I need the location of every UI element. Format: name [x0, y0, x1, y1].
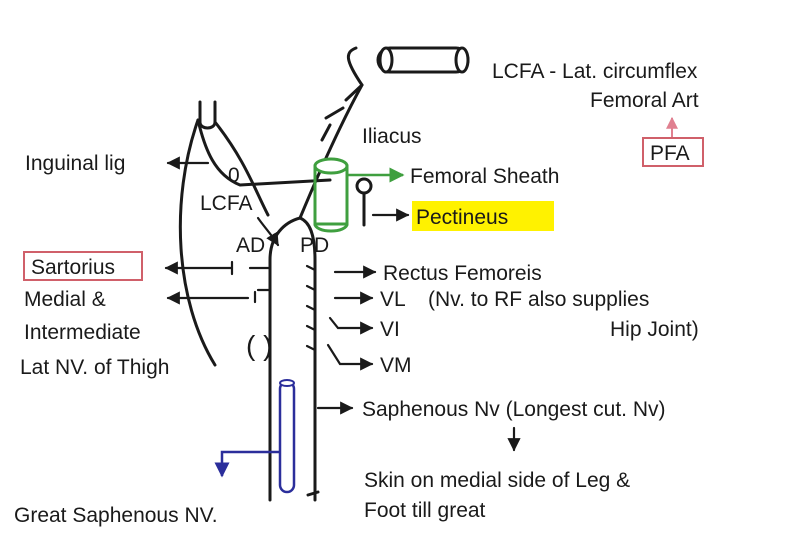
iliacus-branches [320, 46, 364, 142]
lcfa-arrow [256, 216, 280, 247]
nv-note-2: Hip Joint) [610, 318, 699, 341]
vl-label: VL [380, 288, 406, 311]
skin-label-1: Skin on medial side of Leg & [364, 469, 630, 492]
great-saphenous-label: Great Saphenous NV. [14, 504, 218, 527]
vi-label: VI [380, 318, 400, 341]
ad-label: AD [236, 234, 265, 257]
pfa-label: PFA [650, 142, 690, 165]
lateral-branch-curve [213, 120, 270, 217]
femoral-art-label: Femoral Art [590, 89, 699, 112]
lcfa-label: LCFA [200, 192, 253, 215]
zero-label: 0 [228, 164, 240, 187]
u-shape [198, 100, 217, 130]
pectineus-node [355, 177, 373, 195]
pectineus-label: Pectineus [416, 206, 508, 229]
femoral-sheath [313, 157, 349, 233]
medial-label-3: Lat NV. of Thigh [20, 356, 169, 379]
inguinal-lig-label: Inguinal lig [25, 152, 125, 175]
cutaneous-twigs [248, 266, 272, 304]
nv-note-1: (Nv. to RF also supplies [428, 288, 649, 311]
vm-label: VM [380, 354, 412, 377]
iliacus-label: Iliacus [362, 125, 422, 148]
lcfa-tube [376, 46, 470, 74]
vm-arrow [326, 343, 374, 371]
sartorius-box [23, 251, 143, 281]
pd-label: PD [300, 234, 329, 257]
medial-label-2: Intermediate [24, 321, 141, 344]
medial-label-1: Medial & [24, 288, 106, 311]
great-saphenous-arrow [214, 450, 280, 478]
rectus-femoreis-label: Rectus Femoreis [383, 262, 542, 285]
femoral-nerve [248, 46, 364, 502]
pectineus-highlight [412, 201, 554, 231]
skin-label-2: Foot till great [364, 499, 486, 522]
parens-mark: ( ) [246, 330, 272, 361]
sartorius-label: Sartorius [31, 256, 115, 279]
femoral-sheath-label: Femoral Sheath [410, 165, 559, 188]
lcfa-full-label: LCFA - Lat. circumflex [492, 60, 698, 83]
motor-twigs [305, 264, 317, 352]
pfa-box [642, 137, 704, 167]
vi-arrow [328, 316, 374, 335]
great-saphenous-vein [278, 379, 296, 494]
sartorius-curve [178, 118, 217, 367]
inguinal-ligament [196, 118, 332, 187]
saphenous-label: Saphenous Nv (Longest cut. Nv) [362, 398, 666, 421]
